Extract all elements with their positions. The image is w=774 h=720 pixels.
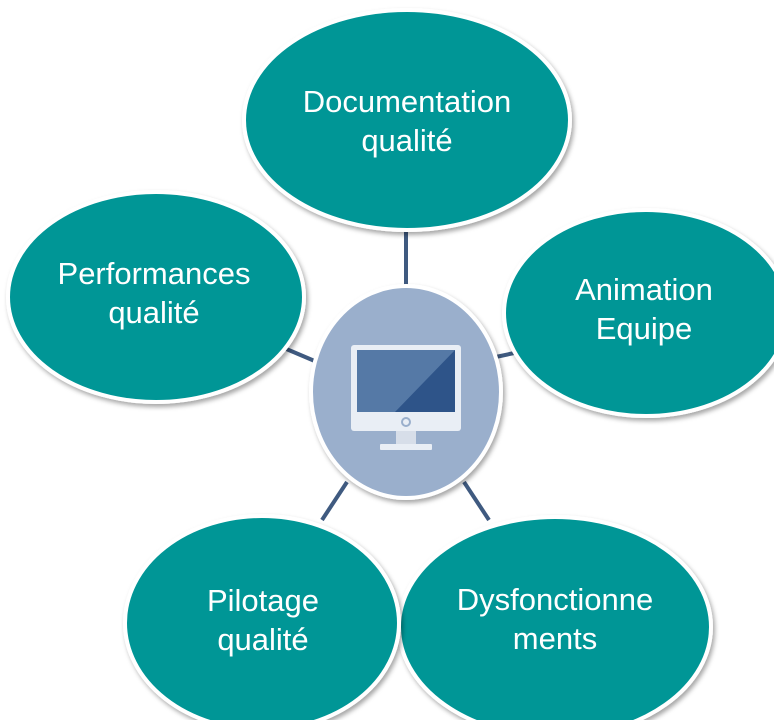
node-pilotage-shape: [123, 514, 401, 720]
node-animation-shape: [502, 208, 774, 418]
connector-pilotage: [320, 480, 349, 522]
node-performances-label-line1: Performances: [58, 256, 251, 291]
node-performances-shape: [6, 190, 306, 404]
node-dysfonctionnements-label-line2: ments: [513, 621, 597, 656]
node-documentation-shape: [242, 8, 572, 232]
node-performances: Performances qualité: [6, 190, 306, 404]
node-dysfonctionnements-label-line1: Dysfonctionne: [457, 582, 653, 617]
node-documentation-label-line2: qualité: [361, 123, 452, 158]
node-performances-label-line2: qualité: [108, 295, 199, 330]
node-dysfonctionnements-shape: [397, 515, 713, 720]
node-dysfonctionnements: Dysfonctionne ments: [397, 515, 713, 720]
desktop-monitor-icon: [351, 345, 461, 450]
node-documentation-label-line1: Documentation: [303, 84, 512, 119]
node-animation-label-line2: Equipe: [596, 311, 693, 346]
node-pilotage-label-line2: qualité: [217, 622, 308, 657]
node-animation-label-line1: Animation: [575, 272, 713, 307]
node-animation: Animation Equipe: [502, 208, 774, 418]
connector-dysfonctionnements: [462, 480, 491, 522]
center-hub: [309, 284, 503, 500]
node-pilotage-label-line1: Pilotage: [207, 583, 319, 618]
node-documentation: Documentation qualité: [242, 8, 572, 232]
node-pilotage: Pilotage qualité: [123, 514, 401, 720]
connector-performances: [283, 346, 318, 364]
